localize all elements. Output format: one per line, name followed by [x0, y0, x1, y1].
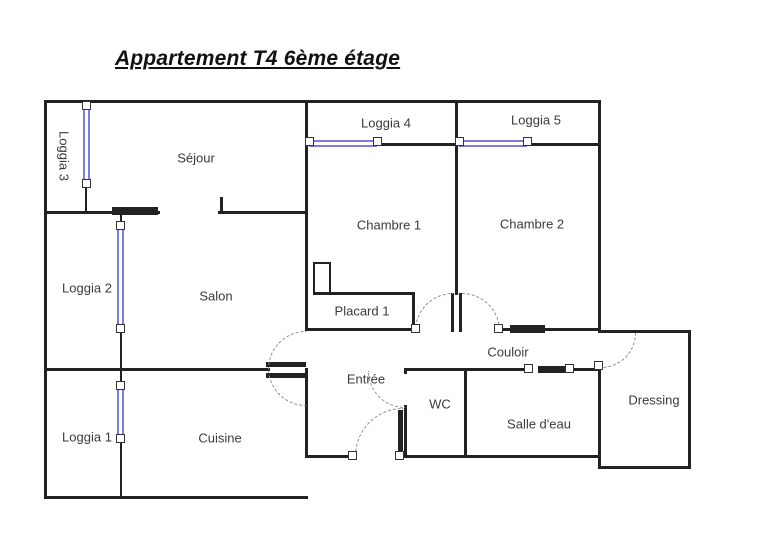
room-label-placard1: Placard 1 — [334, 303, 390, 319]
wall-node — [305, 137, 314, 146]
wall-node — [116, 324, 125, 333]
wall — [499, 328, 601, 331]
wall — [120, 211, 122, 226]
wall-node — [523, 137, 532, 146]
duct-box — [313, 262, 331, 294]
wall — [44, 368, 270, 371]
wall-node — [373, 137, 382, 146]
wall — [568, 368, 601, 371]
room-label-loggia4: Loggia 4 — [361, 115, 411, 131]
door-leaf — [538, 366, 566, 373]
room-label-loggia2: Loggia 2 — [62, 280, 112, 296]
wall — [598, 466, 689, 469]
wall-node — [116, 221, 125, 230]
wall — [218, 211, 308, 214]
room-label-couloir: Couloir — [487, 344, 529, 360]
wall — [44, 100, 601, 103]
window-symbol — [83, 105, 90, 183]
wall-node — [455, 137, 464, 146]
wall-node — [411, 324, 420, 333]
room-label-chambre1: Chambre 1 — [356, 217, 422, 233]
wall — [305, 100, 308, 331]
room-label-entree: Entrée — [346, 371, 386, 387]
wall-node — [565, 364, 574, 373]
wall — [220, 197, 223, 214]
room-label-salon: Salon — [199, 288, 233, 304]
wall — [44, 211, 160, 214]
wall-node — [116, 434, 125, 443]
room-label-loggia5: Loggia 5 — [511, 112, 561, 128]
window-symbol — [309, 140, 377, 147]
door-swing-arc — [268, 368, 306, 406]
wall — [412, 292, 415, 331]
wall — [305, 368, 308, 458]
room-label-dressing: Dressing — [628, 392, 680, 408]
door-swing-arc — [355, 408, 403, 456]
wall — [399, 455, 601, 458]
wall — [598, 100, 601, 333]
wall-node — [82, 101, 91, 110]
wall — [313, 292, 415, 295]
room-label-cuisine: Cuisine — [198, 430, 242, 446]
wall — [455, 143, 458, 295]
wall — [464, 368, 467, 458]
wall — [44, 100, 47, 499]
wall — [120, 326, 122, 387]
wall — [688, 330, 691, 469]
wall — [85, 181, 87, 213]
room-label-chambre2: Chambre 2 — [499, 216, 565, 232]
wall — [404, 405, 407, 458]
room-label-wc: WC — [429, 396, 451, 412]
wall — [598, 330, 691, 333]
wall-node — [494, 324, 503, 333]
wall — [465, 368, 530, 371]
wall-node — [594, 361, 603, 370]
wall — [120, 436, 122, 498]
wall-node — [116, 381, 125, 390]
wall — [44, 496, 308, 499]
wall — [305, 328, 415, 331]
plan-title: Appartement T4 6ème étage — [115, 47, 401, 70]
wall-node — [524, 364, 533, 373]
door-swing-arc — [268, 331, 306, 369]
window-symbol — [459, 140, 527, 147]
wall — [405, 368, 467, 371]
wall — [305, 143, 601, 146]
door-jamb — [459, 293, 462, 332]
door-swing-arc — [601, 333, 636, 368]
room-label-salledeau: Salle d'eau — [507, 416, 571, 432]
wall — [598, 366, 601, 469]
room-label-sejour: Séjour — [177, 150, 215, 166]
wall-thick-segment — [112, 207, 158, 215]
wall — [455, 100, 458, 146]
wall-node — [348, 451, 357, 460]
wall — [305, 455, 357, 458]
window-symbol — [117, 224, 124, 327]
wall — [404, 368, 407, 374]
wall-node — [82, 179, 91, 188]
wall-thick-segment — [510, 325, 545, 333]
room-label-loggia3: Loggia 3 — [56, 131, 72, 181]
wall-node — [395, 451, 404, 460]
window-symbol — [117, 385, 124, 437]
door-swing-arc — [415, 293, 453, 331]
room-label-loggia1: Loggia 1 — [62, 429, 112, 445]
